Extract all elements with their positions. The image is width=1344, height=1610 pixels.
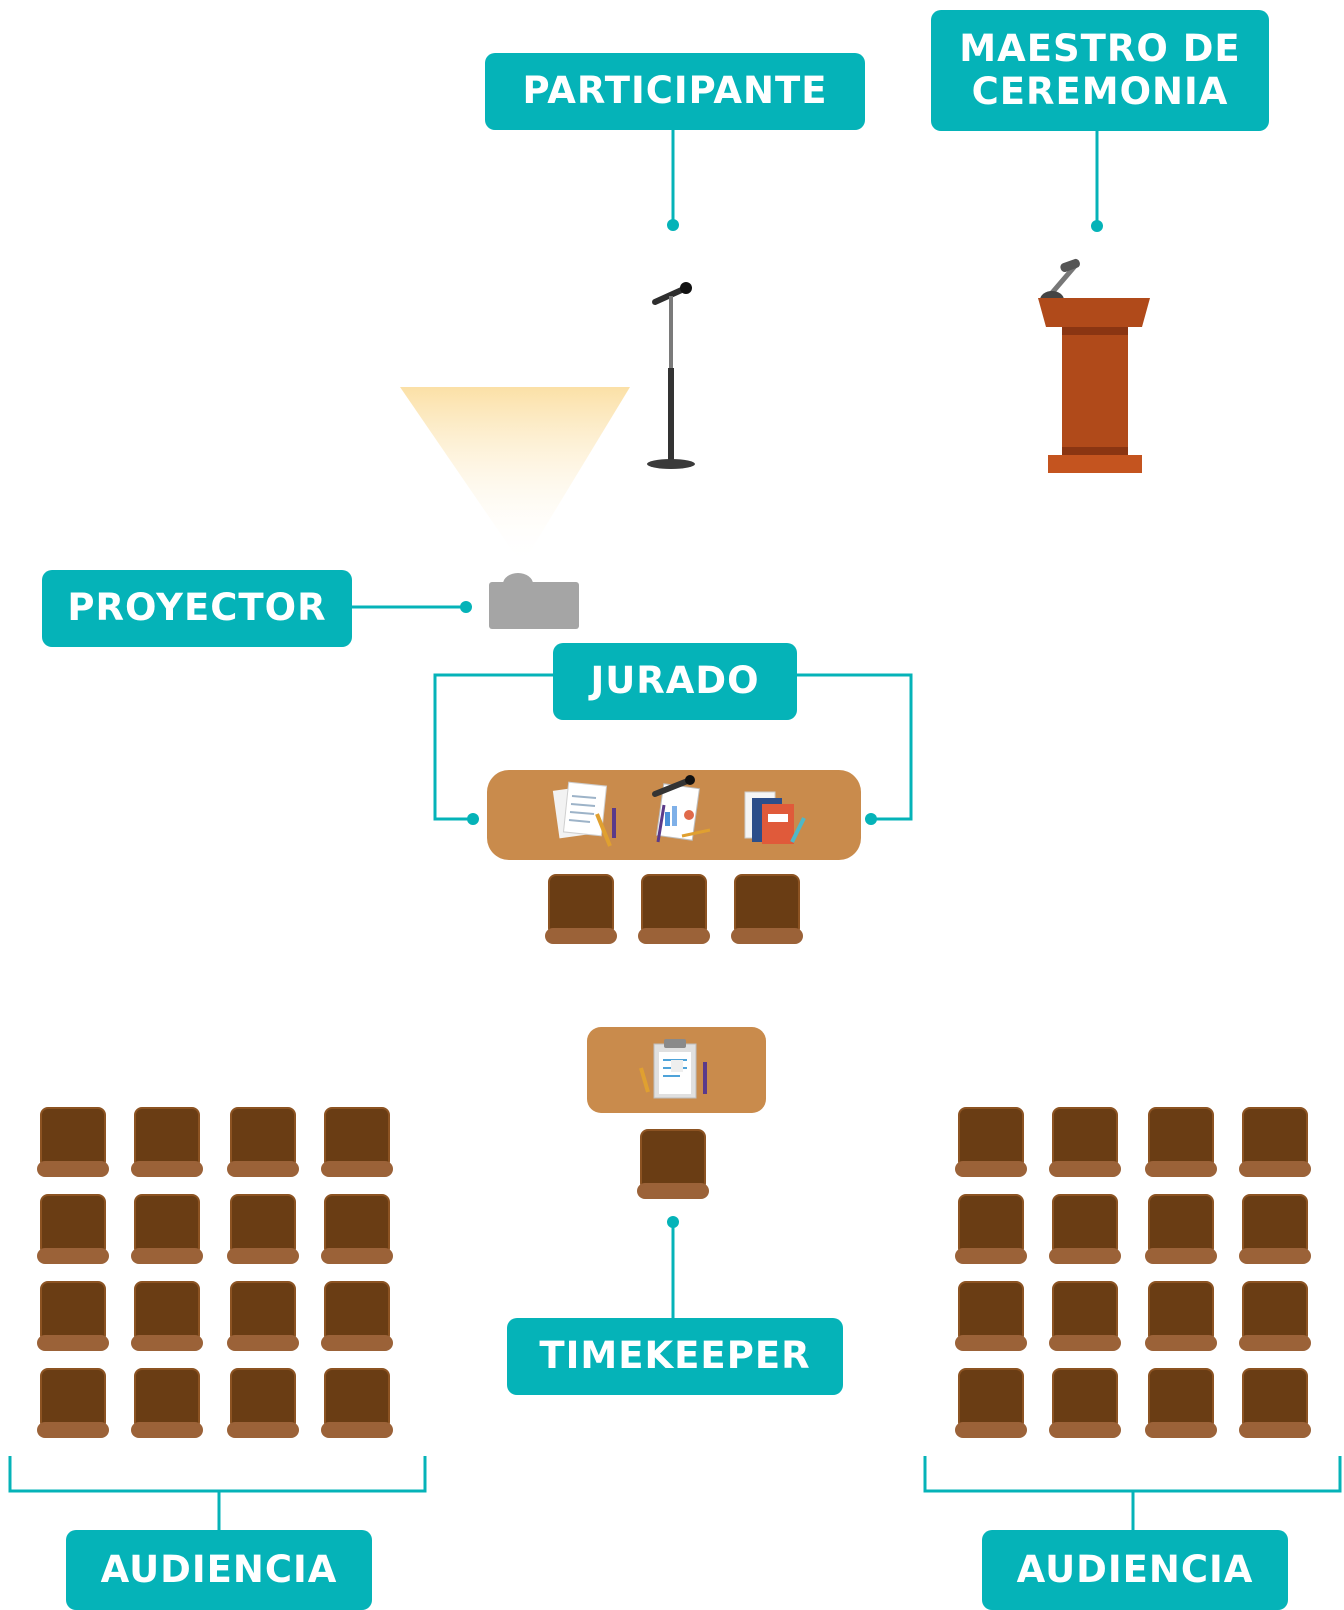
audience-right-seat: [1145, 1281, 1217, 1351]
timekeeper-label: TIMEKEEPER: [507, 1318, 843, 1395]
clipboard-chart-icon: [652, 775, 711, 843]
connector-dots: [460, 219, 1103, 1228]
audience-left-seat: [37, 1194, 109, 1264]
podium-icon: [1038, 258, 1150, 473]
microphone-stand-icon: [647, 282, 695, 469]
audience-right-seat: [1145, 1194, 1217, 1264]
audience-right-seat: [1239, 1281, 1311, 1351]
audience-right-seat: [1049, 1194, 1121, 1264]
jury-seat: [731, 874, 803, 944]
audience-right-seat: [1049, 1368, 1121, 1438]
audiencia-right-label: AUDIENCIA: [982, 1530, 1288, 1610]
jury-seat: [638, 874, 710, 944]
projector-icon: [400, 387, 630, 629]
audience-left-seat: [227, 1194, 299, 1264]
audience-left-seat: [321, 1368, 393, 1438]
audience-left-seat: [227, 1368, 299, 1438]
notebooks-icon: [744, 791, 806, 844]
audience-right-seat: [955, 1107, 1027, 1177]
maestro-label-line2: CEREMONIA: [971, 69, 1229, 113]
audience-right-seat: [1049, 1281, 1121, 1351]
audience-left-seat: [131, 1368, 203, 1438]
audience-left-seat: [37, 1368, 109, 1438]
proyector-label: PROYECTOR: [42, 570, 352, 647]
audience-right-seat: [955, 1194, 1027, 1264]
documents-icon: [552, 781, 616, 847]
timekeeper-seat: [637, 1129, 709, 1199]
seating: [37, 874, 1311, 1438]
maestro-de-ceremonia-label: MAESTRO DE CEREMONIA: [931, 10, 1269, 131]
audience-right-seat: [1145, 1107, 1217, 1177]
jurado-label: JURADO: [553, 643, 797, 720]
participante-label: PARTICIPANTE: [485, 53, 865, 130]
jury-seat: [545, 874, 617, 944]
audience-left-seat: [321, 1281, 393, 1351]
maestro-label-line1: MAESTRO DE: [959, 26, 1241, 70]
audience-left-seat: [321, 1107, 393, 1177]
audience-right-seat: [1049, 1107, 1121, 1177]
connector-lines: [8, 128, 1342, 1530]
audience-right-seat: [955, 1368, 1027, 1438]
audience-left-seat: [131, 1194, 203, 1264]
audience-right-seat: [1239, 1194, 1311, 1264]
clipboard-icon: [639, 1039, 707, 1099]
audience-right-seat: [955, 1281, 1027, 1351]
audience-left-seat: [131, 1281, 203, 1351]
audience-right-seat: [1239, 1107, 1311, 1177]
audience-left-seat: [131, 1107, 203, 1177]
audience-left-seat: [227, 1107, 299, 1177]
audience-left-seat: [37, 1107, 109, 1177]
audience-right-seat: [1145, 1368, 1217, 1438]
audience-left-seat: [321, 1194, 393, 1264]
audience-left-seat: [37, 1281, 109, 1351]
audience-left-seat: [227, 1281, 299, 1351]
audience-right-seat: [1239, 1368, 1311, 1438]
audiencia-left-label: AUDIENCIA: [66, 1530, 372, 1610]
